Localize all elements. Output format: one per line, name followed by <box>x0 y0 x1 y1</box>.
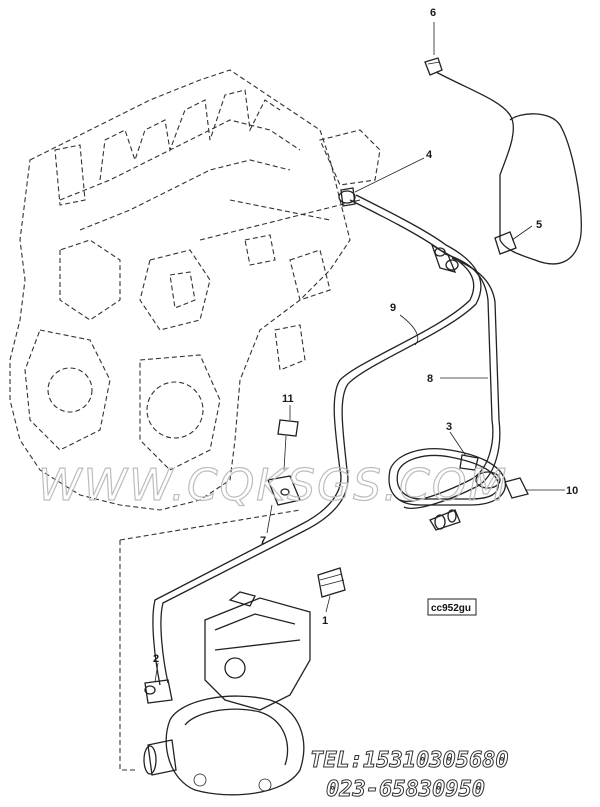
fitting-4 <box>338 187 356 207</box>
tube-8 <box>399 71 582 509</box>
connector-lower <box>429 509 461 531</box>
bolt-11 <box>277 419 299 471</box>
callout-5: 5 <box>536 219 542 231</box>
callout-10: 10 <box>566 485 578 497</box>
callout-4: 4 <box>426 149 433 161</box>
callout-9: 9 <box>390 302 396 314</box>
fitting-2 <box>144 679 173 704</box>
contact-tel: TEL:15310305680 <box>310 748 509 773</box>
fitting-10 <box>504 477 529 499</box>
callout-labels: 6 4 5 9 8 3 10 11 7 1 2 <box>153 7 578 665</box>
fitting-1 <box>317 567 346 598</box>
fitting-6 <box>424 57 443 76</box>
clamp-3 <box>459 454 501 489</box>
mounting-plate <box>119 509 301 771</box>
contact-fax: 023-65830950 <box>326 777 485 802</box>
fitting-5 <box>494 231 517 255</box>
leader-lines <box>154 22 565 683</box>
engine-block <box>9 69 381 511</box>
callout-6: 6 <box>430 7 436 19</box>
callout-8: 8 <box>427 373 433 385</box>
watermark: WWW.CQKSGS.COM <box>38 460 508 511</box>
air-compressor <box>143 591 311 796</box>
bracket-7 <box>267 475 301 506</box>
part-code-badge: cc952gu <box>427 598 477 616</box>
callout-11: 11 <box>282 393 294 405</box>
connector-upper <box>430 243 459 273</box>
tube-loop <box>388 448 507 506</box>
callout-1: 1 <box>322 615 328 627</box>
callout-7: 7 <box>260 535 266 547</box>
callout-2: 2 <box>153 653 159 665</box>
part-code: cc952gu <box>431 603 471 614</box>
callout-3: 3 <box>446 421 452 433</box>
